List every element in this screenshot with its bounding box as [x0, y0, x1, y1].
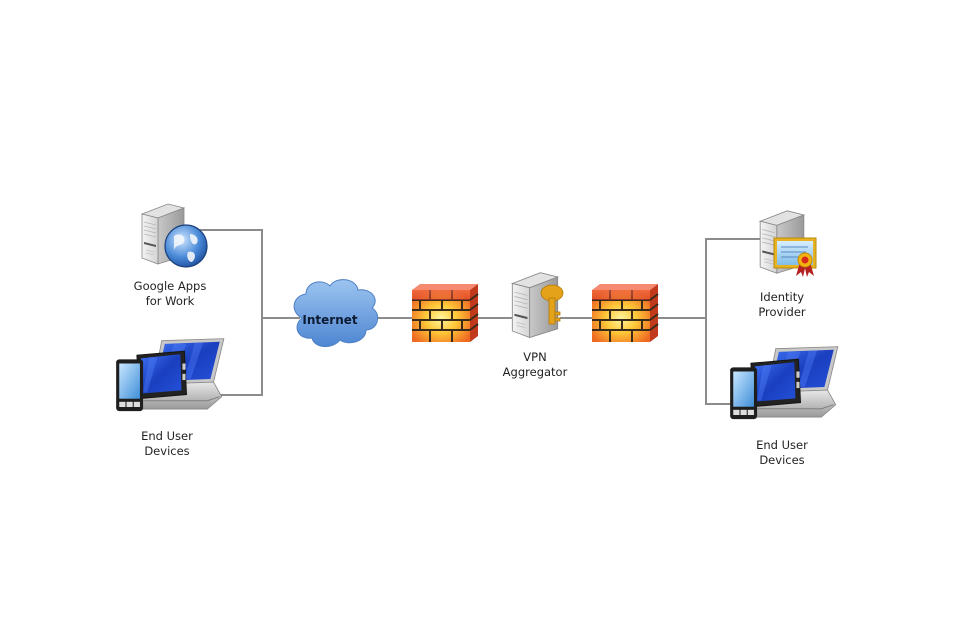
google-apps-node[interactable]	[141, 203, 208, 268]
firewall-left-node[interactable]	[411, 283, 479, 343]
vpn-aggregator-label: VPN Aggregator	[502, 350, 568, 379]
end-user-devices-right-label: End User Devices	[756, 438, 808, 467]
certificate-icon	[773, 237, 817, 277]
identity-provider-node[interactable]	[759, 210, 817, 277]
identity-provider-label: Identity Provider	[758, 290, 806, 319]
vpn-aggregator-node[interactable]	[511, 272, 564, 339]
link-hub-to-identity-provider	[705, 238, 760, 318]
internet-label: Internet	[302, 313, 358, 327]
firewall-right-node[interactable]	[591, 283, 659, 343]
globe-icon	[164, 224, 208, 268]
link-hub-to-devices-right	[705, 318, 735, 405]
devices-icon	[729, 346, 839, 420]
link-google-apps-to-hub	[190, 229, 263, 318]
firewall-icon	[591, 283, 659, 343]
internet-node[interactable]	[293, 279, 379, 347]
firewall-icon	[411, 283, 479, 343]
devices-icon	[115, 338, 225, 412]
google-apps-label: Google Apps for Work	[133, 279, 207, 308]
link-devices-left-to-hub	[205, 318, 263, 396]
cloud-icon	[293, 279, 379, 347]
end-user-devices-right-node[interactable]	[729, 346, 839, 420]
connections	[190, 229, 760, 405]
end-user-devices-left-node[interactable]	[115, 338, 225, 412]
key-icon	[540, 284, 564, 325]
end-user-devices-left-label: End User Devices	[141, 429, 193, 458]
